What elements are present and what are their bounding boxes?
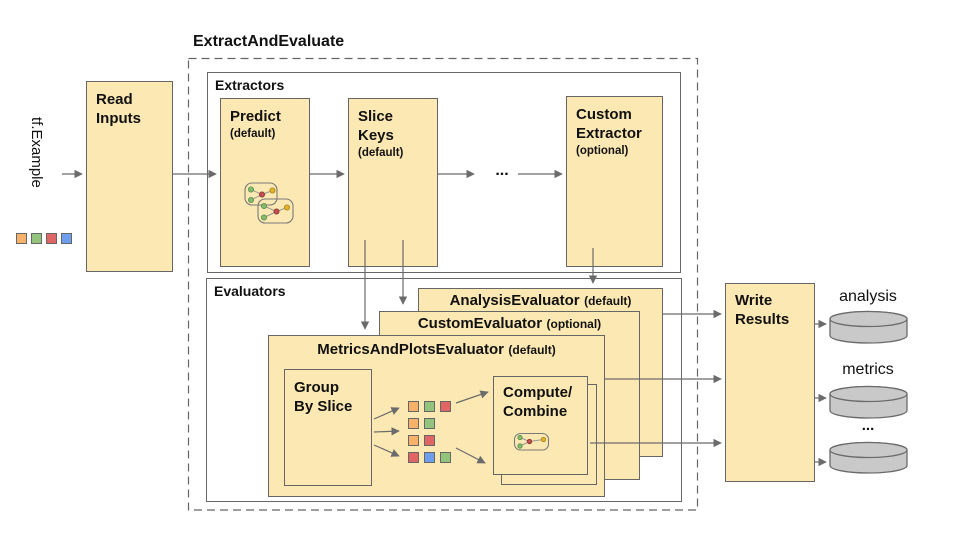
read-inputs-box: Read Inputs [86,81,173,272]
green-square [440,452,451,463]
compute-combine-box: Compute/ Combine [493,376,588,475]
extractors-label: Extractors [215,77,285,93]
analysis-evaluator-name: AnalysisEvaluator [449,292,580,309]
slice-keys-extractor-box: Slice Keys (default) [348,98,438,267]
red-square [46,233,57,244]
group-by-slice-box: Group By Slice [284,369,372,486]
custom-extractor-box: Custom Extractor (optional) [566,96,663,267]
input-squares [16,233,72,244]
orange-square [408,418,419,429]
custom-evaluator-name: CustomEvaluator [417,315,543,332]
predict-extractor-box: Predict (default) [220,98,310,267]
metrics-and-plots-evaluator-sub: (default) [508,343,556,357]
metrics-store-cylinder [829,385,908,419]
more-store-cylinder [829,441,908,474]
write-results-label: Write Results [735,292,790,329]
orange-square [16,233,27,244]
slice-squares-row [408,401,451,412]
more-outputs-ellipsis: ... [861,417,875,434]
green-square [424,401,435,412]
analysis-output-label: analysis [839,288,897,305]
custom-evaluator-title: CustomEvaluator (optional) [380,315,639,333]
metrics-output-label: metrics [842,361,894,378]
custom-extractor-label: Custom Extractor [576,106,642,143]
red-square [424,435,435,446]
blue-square [424,452,435,463]
blue-square [61,233,72,244]
read-inputs-label: Read Inputs [96,91,141,128]
green-square [424,418,435,429]
slice-squares-row [408,452,451,463]
custom-evaluator-sub: (optional) [546,317,602,331]
analysis-store-cylinder [829,310,908,344]
metrics-and-plots-evaluator-title: MetricsAndPlotsEvaluator (default) [269,341,604,359]
slice-keys-sub-label: (default) [358,147,404,160]
group-by-slice-label: Group By Slice [294,379,353,416]
slice-squares-row [408,435,435,446]
predict-label: Predict [230,108,281,125]
predict-sub-label: (default) [230,128,276,141]
analysis-evaluator-sub: (default) [584,294,632,308]
orange-square [408,401,419,412]
compute-combine-label: Compute/ Combine [503,384,573,421]
analysis-evaluator-title: AnalysisEvaluator (default) [419,292,662,310]
green-square [31,233,42,244]
metrics-and-plots-evaluator-name: MetricsAndPlotsEvaluator [317,341,504,358]
slice-keys-label: Slice Keys [358,108,394,145]
red-square [440,401,451,412]
write-results-box: Write Results [725,283,815,482]
extractors-ellipsis: ... [495,162,509,179]
red-square [408,452,419,463]
custom-extractor-sub-label: (optional) [576,145,629,158]
orange-square [408,435,419,446]
pipeline-title: ExtractAndEvaluate [193,33,345,50]
slice-squares-row [408,418,435,429]
tf-example-label: tf.Example [28,117,45,188]
